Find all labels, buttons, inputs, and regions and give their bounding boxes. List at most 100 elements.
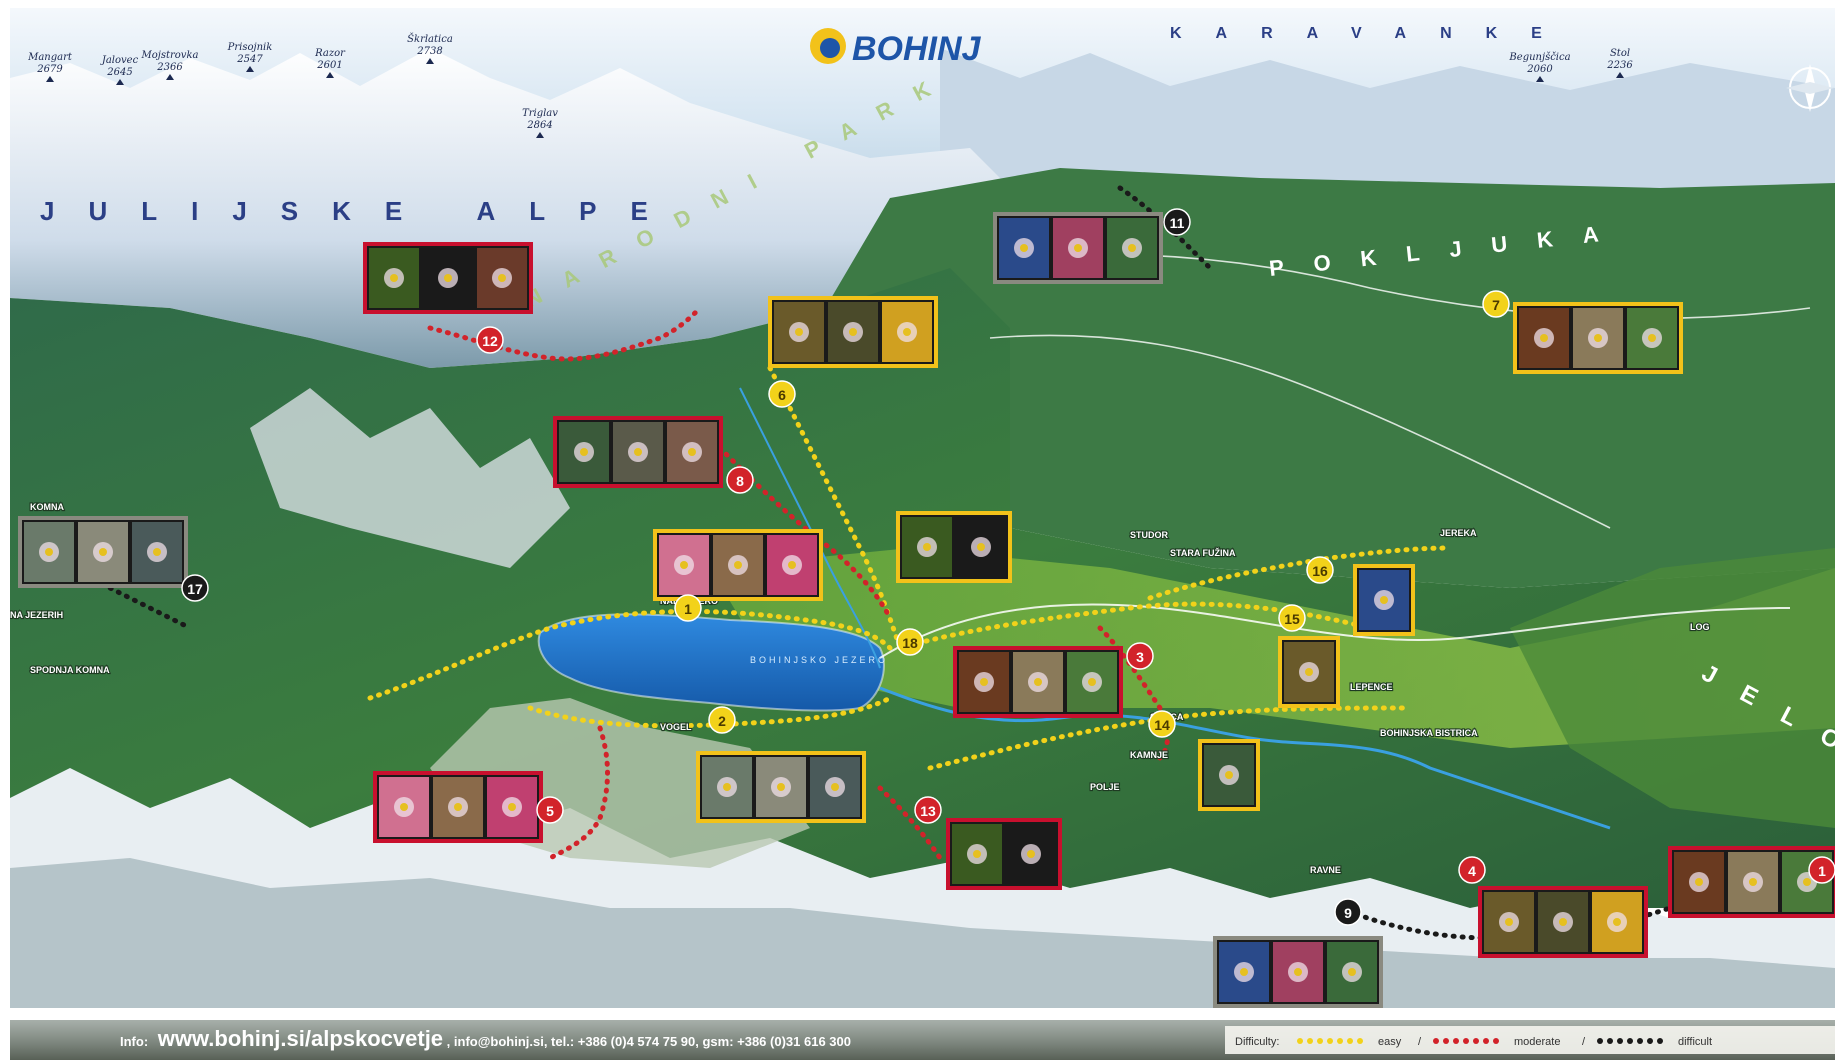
route-badge[interactable]: 11 xyxy=(1163,208,1191,236)
photo-box-15[interactable] xyxy=(1278,636,1340,708)
route-badge[interactable]: 2 xyxy=(708,706,736,734)
place-vogel: VOGEL xyxy=(660,722,692,732)
route-badge[interactable]: 13 xyxy=(914,796,942,824)
route-badge[interactable]: 5 xyxy=(536,796,564,824)
route-badge[interactable]: 1 xyxy=(1808,856,1835,884)
peak-triangle-icon xyxy=(426,58,434,64)
flower-center-icon xyxy=(634,448,642,456)
flower-center-icon xyxy=(444,274,452,282)
compass-east-icon xyxy=(1786,82,1834,94)
legend-dot xyxy=(1647,1038,1653,1044)
peak-triangle-icon xyxy=(1536,76,1544,82)
route-badge[interactable]: 7 xyxy=(1482,290,1510,318)
flower-center-icon xyxy=(1803,878,1811,886)
terrain xyxy=(10,8,1835,1008)
flower-center-icon xyxy=(1594,334,1602,342)
flower-center-icon xyxy=(1088,678,1096,686)
photo-box-6[interactable] xyxy=(768,296,938,368)
pokljuka-road xyxy=(989,334,1611,529)
route-badge[interactable]: 16 xyxy=(1306,556,1334,584)
flower-center-icon xyxy=(1380,596,1388,604)
route-badge-circle xyxy=(1482,290,1510,318)
legend-dot xyxy=(1443,1038,1449,1044)
flower-center-icon xyxy=(390,274,398,282)
flower-center-icon xyxy=(777,783,785,791)
legend-dot xyxy=(1357,1038,1363,1044)
flower-center-icon xyxy=(795,328,803,336)
route-badge[interactable]: 14 xyxy=(1148,710,1176,738)
photo-box-2[interactable] xyxy=(696,751,866,823)
peak-height: 2060 xyxy=(1526,64,1553,75)
legend-dot xyxy=(1473,1038,1479,1044)
flower-center-icon xyxy=(973,850,981,858)
route-badge[interactable]: 9 xyxy=(1334,898,1362,926)
trail-easy-6 xyxy=(767,365,903,651)
photo-box-9[interactable] xyxy=(1213,936,1383,1008)
photo-box-12[interactable] xyxy=(363,242,533,314)
photo-box-8[interactable] xyxy=(553,416,723,488)
legend-dot xyxy=(1493,1038,1499,1044)
route-badge[interactable]: 12 xyxy=(476,326,504,354)
route-badge[interactable]: 6 xyxy=(768,380,796,408)
photo-box-11[interactable] xyxy=(993,212,1163,284)
place-jereka: JEREKA xyxy=(1440,528,1477,538)
logo-wave-icon xyxy=(820,38,840,58)
flower-center-icon xyxy=(1559,918,1567,926)
route-badge[interactable]: 17 xyxy=(181,574,209,602)
flower-center-icon xyxy=(723,783,731,791)
photo-box-17[interactable] xyxy=(18,516,188,588)
place-studor: STUDOR xyxy=(1130,530,1169,540)
photo-box-7[interactable] xyxy=(1513,302,1683,374)
flower-center-icon xyxy=(1695,878,1703,886)
route-badge[interactable]: 1 xyxy=(674,594,702,622)
peak-label: Stol xyxy=(1610,48,1630,59)
photo-box-18[interactable] xyxy=(896,511,1012,583)
photo-box-13[interactable] xyxy=(946,818,1062,890)
peak-height: 2864 xyxy=(526,120,552,131)
route-badge-circle xyxy=(476,326,504,354)
flower-center-icon xyxy=(454,803,462,811)
peak-height: 2645 xyxy=(106,67,132,78)
route-badge[interactable]: 18 xyxy=(896,628,924,656)
legend-label-easy: easy xyxy=(1378,1036,1402,1048)
photo-box-3[interactable] xyxy=(953,646,1123,718)
legend-dot xyxy=(1617,1038,1623,1044)
photo-box-10[interactable] xyxy=(1668,846,1835,918)
route-number: 1 xyxy=(684,601,692,617)
flower-center-icon xyxy=(99,548,107,556)
photo-box-5[interactable] xyxy=(373,771,543,843)
route-number: 4 xyxy=(1468,863,1476,879)
flower-center-icon xyxy=(1240,968,1248,976)
legend-dot xyxy=(1453,1038,1459,1044)
legend-separator: / xyxy=(1418,1036,1422,1048)
photo-box-4[interactable] xyxy=(1478,886,1648,958)
route-number: 14 xyxy=(1154,717,1170,733)
flower-center-icon xyxy=(1540,334,1548,342)
legend-dot xyxy=(1307,1038,1313,1044)
route-badge[interactable]: 8 xyxy=(726,466,754,494)
trail-easy-lake-south xyxy=(527,695,893,729)
photo-box-14[interactable] xyxy=(1198,739,1260,811)
legend: Difficulty:easy/moderate/difficult xyxy=(1235,1036,1712,1048)
route-badge[interactable]: 15 xyxy=(1278,604,1306,632)
route-badge-circle xyxy=(1808,856,1835,884)
footer-url[interactable]: www.bohinj.si/alpskocvetje xyxy=(157,1026,443,1051)
legend-dot xyxy=(1317,1038,1323,1044)
peak-label: Škrlatica xyxy=(407,33,453,45)
photo-box-1[interactable] xyxy=(653,529,823,601)
valley-road xyxy=(879,603,1791,659)
trail-difficult-11 xyxy=(1117,185,1213,271)
peak-label: Jalovec xyxy=(100,55,139,66)
bohinj-map: JULIJSKE ALPE KARAVANKE POKLJUKA NARODNI… xyxy=(10,8,1835,1060)
peak-triangle-icon xyxy=(326,72,334,78)
place-log: LOG xyxy=(1690,622,1710,632)
flower-center-icon xyxy=(1294,968,1302,976)
flower-center-icon xyxy=(1020,244,1028,252)
peak-triangle-icon xyxy=(166,74,174,80)
photo-box-16[interactable] xyxy=(1353,564,1415,636)
flower-center-icon xyxy=(1348,968,1356,976)
route-badge[interactable]: 4 xyxy=(1458,856,1486,884)
peak-height: 2366 xyxy=(156,62,183,73)
route-badge[interactable]: 3 xyxy=(1126,642,1154,670)
